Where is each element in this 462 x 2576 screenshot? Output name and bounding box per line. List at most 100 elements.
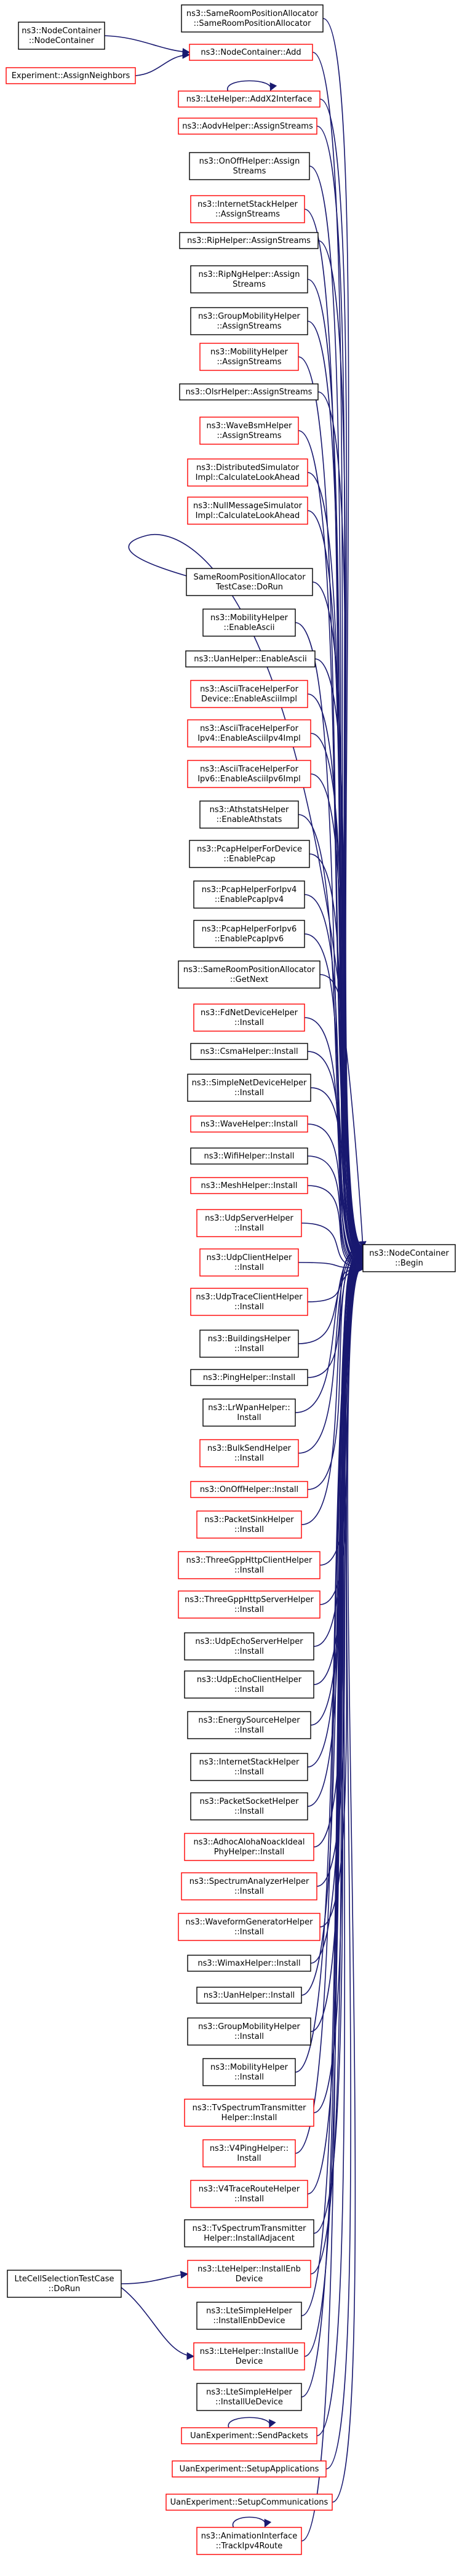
node-ascii-v6[interactable]: ns3::AsciiTraceHelperForIpv6::EnableAsci… — [187, 760, 311, 788]
node-label-line: ns3::MobilityHelper — [210, 348, 289, 357]
node-ascii-v4[interactable]: ns3::AsciiTraceHelperForIpv4::EnableAsci… — [187, 719, 311, 748]
node-bulksend[interactable]: ns3::BulkSendHelper::Install — [199, 1439, 299, 1467]
node-ltesimple-ue[interactable]: ns3::LteSimpleHelper::InstallUeDevice — [196, 2383, 302, 2411]
node-udpecho-c[interactable]: ns3::UdpEchoClientHelper::Install — [184, 1670, 314, 1699]
node-nc-ctor[interactable]: ns3::NodeContainer::NodeContainer — [18, 22, 105, 50]
node-label-line: ns3::WifiHelper::Install — [204, 1152, 294, 1161]
node-box — [199, 1248, 299, 1277]
node-label-line: Ipv4::EnableAsciiIpv4Impl — [197, 734, 301, 743]
node-udpclient[interactable]: ns3::UdpClientHelper::Install — [199, 1248, 299, 1277]
node-groupmob-inst[interactable]: ns3::GroupMobilityHelper::Install — [187, 2017, 311, 2046]
node-lte-cell-tc[interactable]: LteCellSelectionTestCase::DoRun — [7, 2270, 122, 2298]
node-label-line: ns3::PcapHelperForDevice — [197, 845, 302, 854]
node-begin[interactable]: ns3::NodeContainer::Begin — [362, 1244, 456, 1272]
node-mob-inst[interactable]: ns3::MobilityHelper::Install — [202, 2058, 296, 2086]
node-label-line: TestCase::DoRun — [215, 583, 283, 592]
node-fdnet[interactable]: ns3::FdNetDeviceHelper::Install — [193, 1003, 305, 1032]
node-ascii-dev[interactable]: ns3::AsciiTraceHelperForDevice::EnableAs… — [190, 680, 308, 708]
node-box — [186, 568, 313, 596]
node-wifi[interactable]: ns3::WifiHelper::Install — [190, 1147, 308, 1165]
node-specanalyzer[interactable]: ns3::SpectrumAnalyzerHelper::Install — [181, 1872, 317, 1900]
node-box — [178, 1590, 321, 1619]
node-ripng[interactable]: ns3::RipNgHelper::AssignStreams — [190, 265, 308, 293]
node-csma[interactable]: ns3::CsmaHelper::Install — [190, 1043, 308, 1060]
node-box — [190, 1288, 308, 1316]
node-udpserver[interactable]: ns3::UdpServerHelper::Install — [196, 1209, 302, 1237]
node-aodv[interactable]: ns3::AodvHelper::AssignStreams — [178, 118, 317, 135]
node-label-line: ns3::CsmaHelper::Install — [200, 1047, 298, 1056]
node-inet-inst[interactable]: ns3::InternetStackHelper::Install — [190, 1753, 308, 1781]
node-label-line: LteCellSelectionTestCase — [15, 2275, 114, 2284]
node-srp-ctor[interactable]: ns3::SameRoomPositionAllocator::SameRoom… — [181, 4, 324, 33]
node-srp-next[interactable]: ns3::SameRoomPositionAllocator::GetNext — [178, 960, 321, 989]
node-buildings[interactable]: ns3::BuildingsHelper::Install — [199, 1330, 299, 1358]
node-label-line: UanExperiment::SetupApplications — [180, 2465, 319, 2474]
node-lte-ue[interactable]: ns3::LteHelper::InstallUeDevice — [193, 2342, 305, 2371]
node-mob-ascii[interactable]: ns3::MobilityHelper::EnableAscii — [202, 608, 296, 637]
node-box — [196, 1209, 302, 1237]
node-ltesimple-enb[interactable]: ns3::LteSimpleHelper::InstallEnbDevice — [196, 2302, 302, 2330]
node-lte-enb[interactable]: ns3::LteHelper::InstallEnbDevice — [187, 2260, 311, 2288]
node-onoff-as[interactable]: ns3::OnOffHelper::AssignStreams — [189, 152, 310, 180]
node-tvspec-inst[interactable]: ns3::TvSpectrumTransmitterHelper::Instal… — [184, 2099, 314, 2127]
node-packetsink[interactable]: ns3::PacketSinkHelper::Install — [196, 1510, 302, 1539]
node-label-line: ::Install — [234, 1525, 264, 1534]
node-ping[interactable]: ns3::PingHelper::Install — [190, 1369, 308, 1386]
node-energy[interactable]: ns3::EnergySourceHelper::Install — [187, 1711, 311, 1739]
edge-to-begin — [325, 1261, 364, 2470]
edge-assign-to-add — [135, 50, 191, 76]
node-uan-send[interactable]: UanExperiment::SendPackets — [181, 2427, 317, 2444]
node-olsr[interactable]: ns3::OlsrHelper::AssignStreams — [179, 383, 319, 401]
node-label-line: ns3::AsciiTraceHelperFor — [200, 765, 299, 774]
node-pcap-v4[interactable]: ns3::PcapHelperForIpv4::EnablePcapIpv4 — [193, 880, 305, 909]
node-label-line: ns3::AsciiTraceHelperFor — [200, 724, 299, 733]
node-v4ping[interactable]: ns3::V4PingHelper::Install — [202, 2139, 296, 2167]
node-label-line: ::Install — [234, 1887, 264, 1896]
node-anim-trace[interactable]: ns3::AnimationInterface::TrackIpv4Route — [196, 2527, 302, 2555]
node-uan-comm[interactable]: UanExperiment::SetupCommunications — [165, 2494, 333, 2511]
node-uan-inst[interactable]: ns3::UanHelper::Install — [196, 1987, 302, 2004]
edge-lte-tc-to-enb — [121, 2270, 189, 2284]
edge-to-begin — [322, 18, 364, 1251]
node-tgpp-server[interactable]: ns3::ThreeGppHttpServerHelper::Install — [178, 1590, 321, 1619]
node-uan-ascii[interactable]: ns3::UanHelper::EnableAscii — [185, 650, 316, 668]
node-wave[interactable]: ns3::WaveHelper::Install — [190, 1115, 308, 1133]
node-label-line: ::Install — [234, 1344, 264, 1354]
node-packetsock[interactable]: ns3::PacketSocketHelper::Install — [190, 1792, 308, 1820]
node-tvspec-adj[interactable]: ns3::TvSpectrumTransmitterHelper::Instal… — [184, 2219, 314, 2247]
node-waveformgen[interactable]: ns3::WaveformGeneratorHelper::Install — [178, 1913, 321, 1941]
node-uan-apps[interactable]: UanExperiment::SetupApplications — [172, 2460, 327, 2478]
node-rip[interactable]: ns3::RipHelper::AssignStreams — [179, 232, 319, 249]
node-exp-assign[interactable]: Experiment::AssignNeighbors — [6, 67, 136, 84]
node-udpecho-s[interactable]: ns3::UdpEchoServerHelper::Install — [184, 1632, 314, 1661]
node-box — [6, 67, 136, 84]
node-label-line: Device — [236, 2275, 263, 2284]
node-distsim[interactable]: ns3::DistributedSimulatorImpl::Calculate… — [187, 458, 308, 487]
node-nc-add[interactable]: ns3::NodeContainer::Add — [189, 44, 313, 61]
node-inet-as[interactable]: ns3::InternetStackHelper::AssignStreams — [190, 195, 305, 223]
node-mesh[interactable]: ns3::MeshHelper::Install — [190, 1177, 308, 1194]
node-box — [193, 880, 305, 909]
node-label-line: ns3::LrWpanHelper:: — [208, 1403, 290, 1413]
node-onoff-inst[interactable]: ns3::OnOffHelper::Install — [190, 1481, 308, 1498]
edge-loop-srp — [128, 533, 367, 1250]
node-groupmob-as[interactable]: ns3::GroupMobilityHelper::AssignStreams — [190, 307, 308, 335]
edge-to-begin — [314, 658, 364, 1262]
node-simplenet[interactable]: ns3::SimpleNetDeviceHelper::Install — [187, 1074, 311, 1102]
node-wimax[interactable]: ns3::WimaxHelper::Install — [187, 1955, 311, 1972]
node-pcap-v6[interactable]: ns3::PcapHelperForIpv6::EnablePcapIpv6 — [193, 920, 305, 948]
node-athstats[interactable]: ns3::AthstatsHelper::EnableAthstats — [199, 800, 299, 829]
node-box — [196, 1510, 302, 1539]
node-pcap-dev[interactable]: ns3::PcapHelperForDevice::EnablePcap — [189, 840, 310, 868]
node-label-line: ::Install — [234, 1928, 264, 1937]
node-lte-addx2[interactable]: ns3::LteHelper::AddX2Interface — [178, 90, 321, 108]
node-v4traceroute[interactable]: ns3::V4TraceRouteHelper::Install — [190, 2180, 308, 2208]
node-nullmsg[interactable]: ns3::NullMessageSimulatorImpl::Calculate… — [187, 496, 308, 525]
node-adhocaloha[interactable]: ns3::AdhocAlohaNoackIdealPhyHelper::Inst… — [184, 1833, 314, 1861]
node-udptrace[interactable]: ns3::UdpTraceClientHelper::Install — [190, 1288, 308, 1316]
node-tgpp-client[interactable]: ns3::ThreeGppHttpClientHelper::Install — [178, 1551, 321, 1579]
node-wavebsm[interactable]: ns3::WaveBsmHelper::AssignStreams — [199, 417, 299, 445]
node-mob-as[interactable]: ns3::MobilityHelper::AssignStreams — [199, 343, 299, 371]
node-lrwpan[interactable]: ns3::LrWpanHelper::Install — [202, 1398, 296, 1427]
